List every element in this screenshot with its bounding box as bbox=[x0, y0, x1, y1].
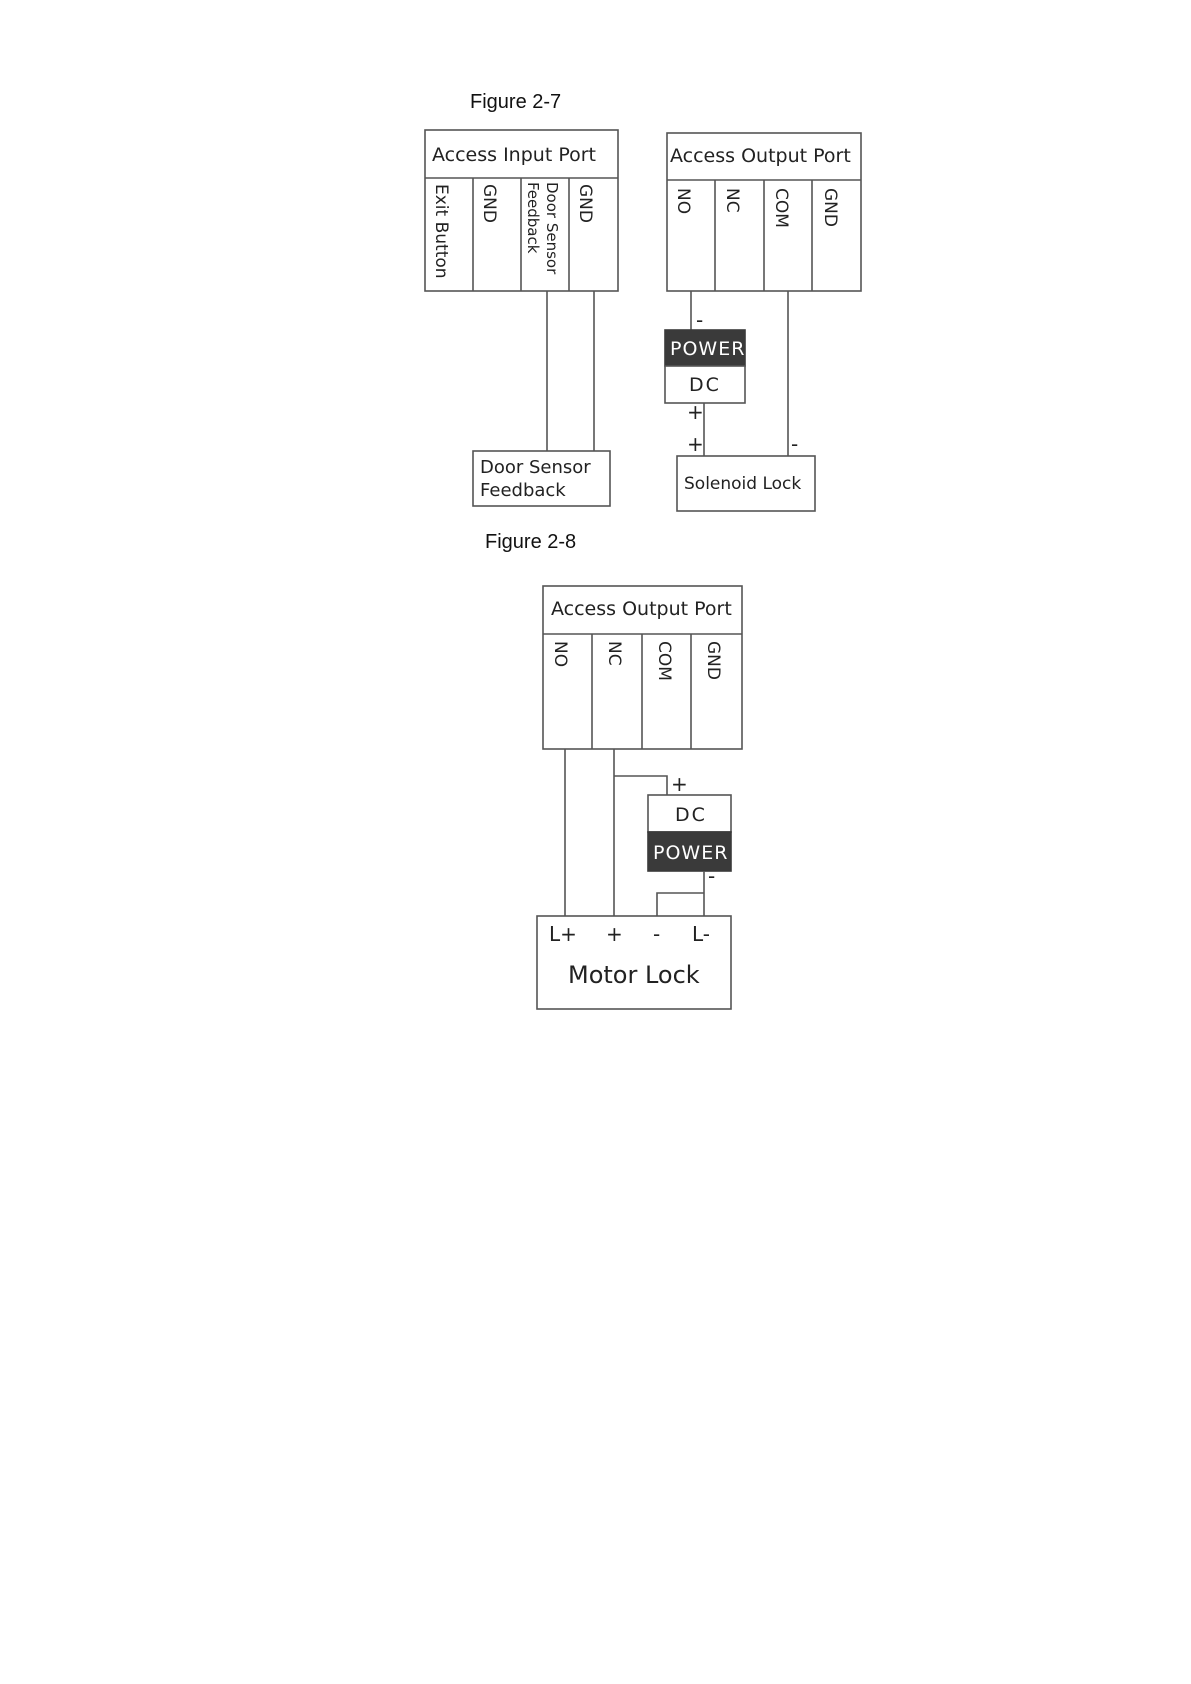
motor-terminal-lplus: L+ bbox=[549, 922, 577, 946]
power-label: POWER bbox=[670, 338, 745, 360]
door-sensor-line1: Door Sensor bbox=[480, 457, 591, 478]
output-col-com: COM bbox=[771, 188, 791, 228]
power-plus-sign: + bbox=[687, 400, 704, 424]
power-minus-sign: - bbox=[696, 308, 703, 332]
motor-lock-box: L+ + - L- Motor Lock bbox=[537, 916, 731, 1009]
dc-label: DC bbox=[689, 374, 721, 396]
wire-nc-to-power bbox=[614, 776, 667, 795]
output-col-gnd-2-8: GND bbox=[703, 641, 723, 680]
solenoid-plus-sign: + bbox=[687, 432, 704, 456]
power-label-2-8: POWER bbox=[653, 842, 728, 864]
input-col-gnd-2: GND bbox=[575, 184, 595, 223]
access-output-port-2-7: Access Output Port NO NC COM GND bbox=[667, 133, 861, 291]
input-col-gnd-1: GND bbox=[479, 184, 499, 223]
output-col-nc-2-8: NC bbox=[604, 641, 624, 666]
input-port-title: Access Input Port bbox=[432, 144, 596, 166]
figure-2-8-caption: Figure 2-8 bbox=[485, 531, 576, 553]
dc-power-supply-2-8: DC POWER bbox=[648, 795, 731, 871]
output-port-title-2-8: Access Output Port bbox=[551, 598, 732, 620]
dc-label-2-8: DC bbox=[675, 804, 707, 826]
motor-terminal-plus: + bbox=[606, 922, 623, 946]
door-sensor-feedback-box: Door Sensor Feedback bbox=[473, 451, 610, 506]
input-col-feedback: Feedback bbox=[524, 182, 542, 254]
motor-terminal-lminus: L- bbox=[692, 922, 710, 946]
solenoid-lock-box: Solenoid Lock bbox=[677, 456, 815, 511]
wire-power-to-minus bbox=[657, 893, 704, 916]
power-minus-sign-2-8: - bbox=[708, 864, 715, 888]
output-col-no-2-8: NO bbox=[550, 641, 570, 667]
door-sensor-line2: Feedback bbox=[480, 480, 566, 501]
figure-2-7-caption: Figure 2-7 bbox=[470, 91, 561, 113]
input-col-exit-button: Exit Button bbox=[431, 184, 451, 279]
access-output-port-2-8: Access Output Port NO NC COM GND bbox=[543, 586, 742, 749]
output-col-gnd: GND bbox=[820, 188, 840, 227]
input-col-door-sensor: Door Sensor bbox=[543, 182, 561, 275]
output-col-com-2-8: COM bbox=[654, 641, 674, 681]
solenoid-lock-label: Solenoid Lock bbox=[684, 474, 801, 494]
output-port-title: Access Output Port bbox=[670, 145, 851, 167]
solenoid-minus-sign: - bbox=[791, 432, 798, 456]
output-col-no: NO bbox=[673, 188, 693, 214]
access-input-port: Access Input Port Exit Button GND Door S… bbox=[425, 130, 618, 291]
motor-terminal-minus: - bbox=[653, 922, 660, 946]
dc-power-supply-2-7: POWER DC bbox=[665, 330, 745, 403]
motor-lock-label: Motor Lock bbox=[568, 961, 700, 989]
power-plus-sign-2-8: + bbox=[671, 772, 688, 796]
output-col-nc: NC bbox=[722, 188, 742, 213]
